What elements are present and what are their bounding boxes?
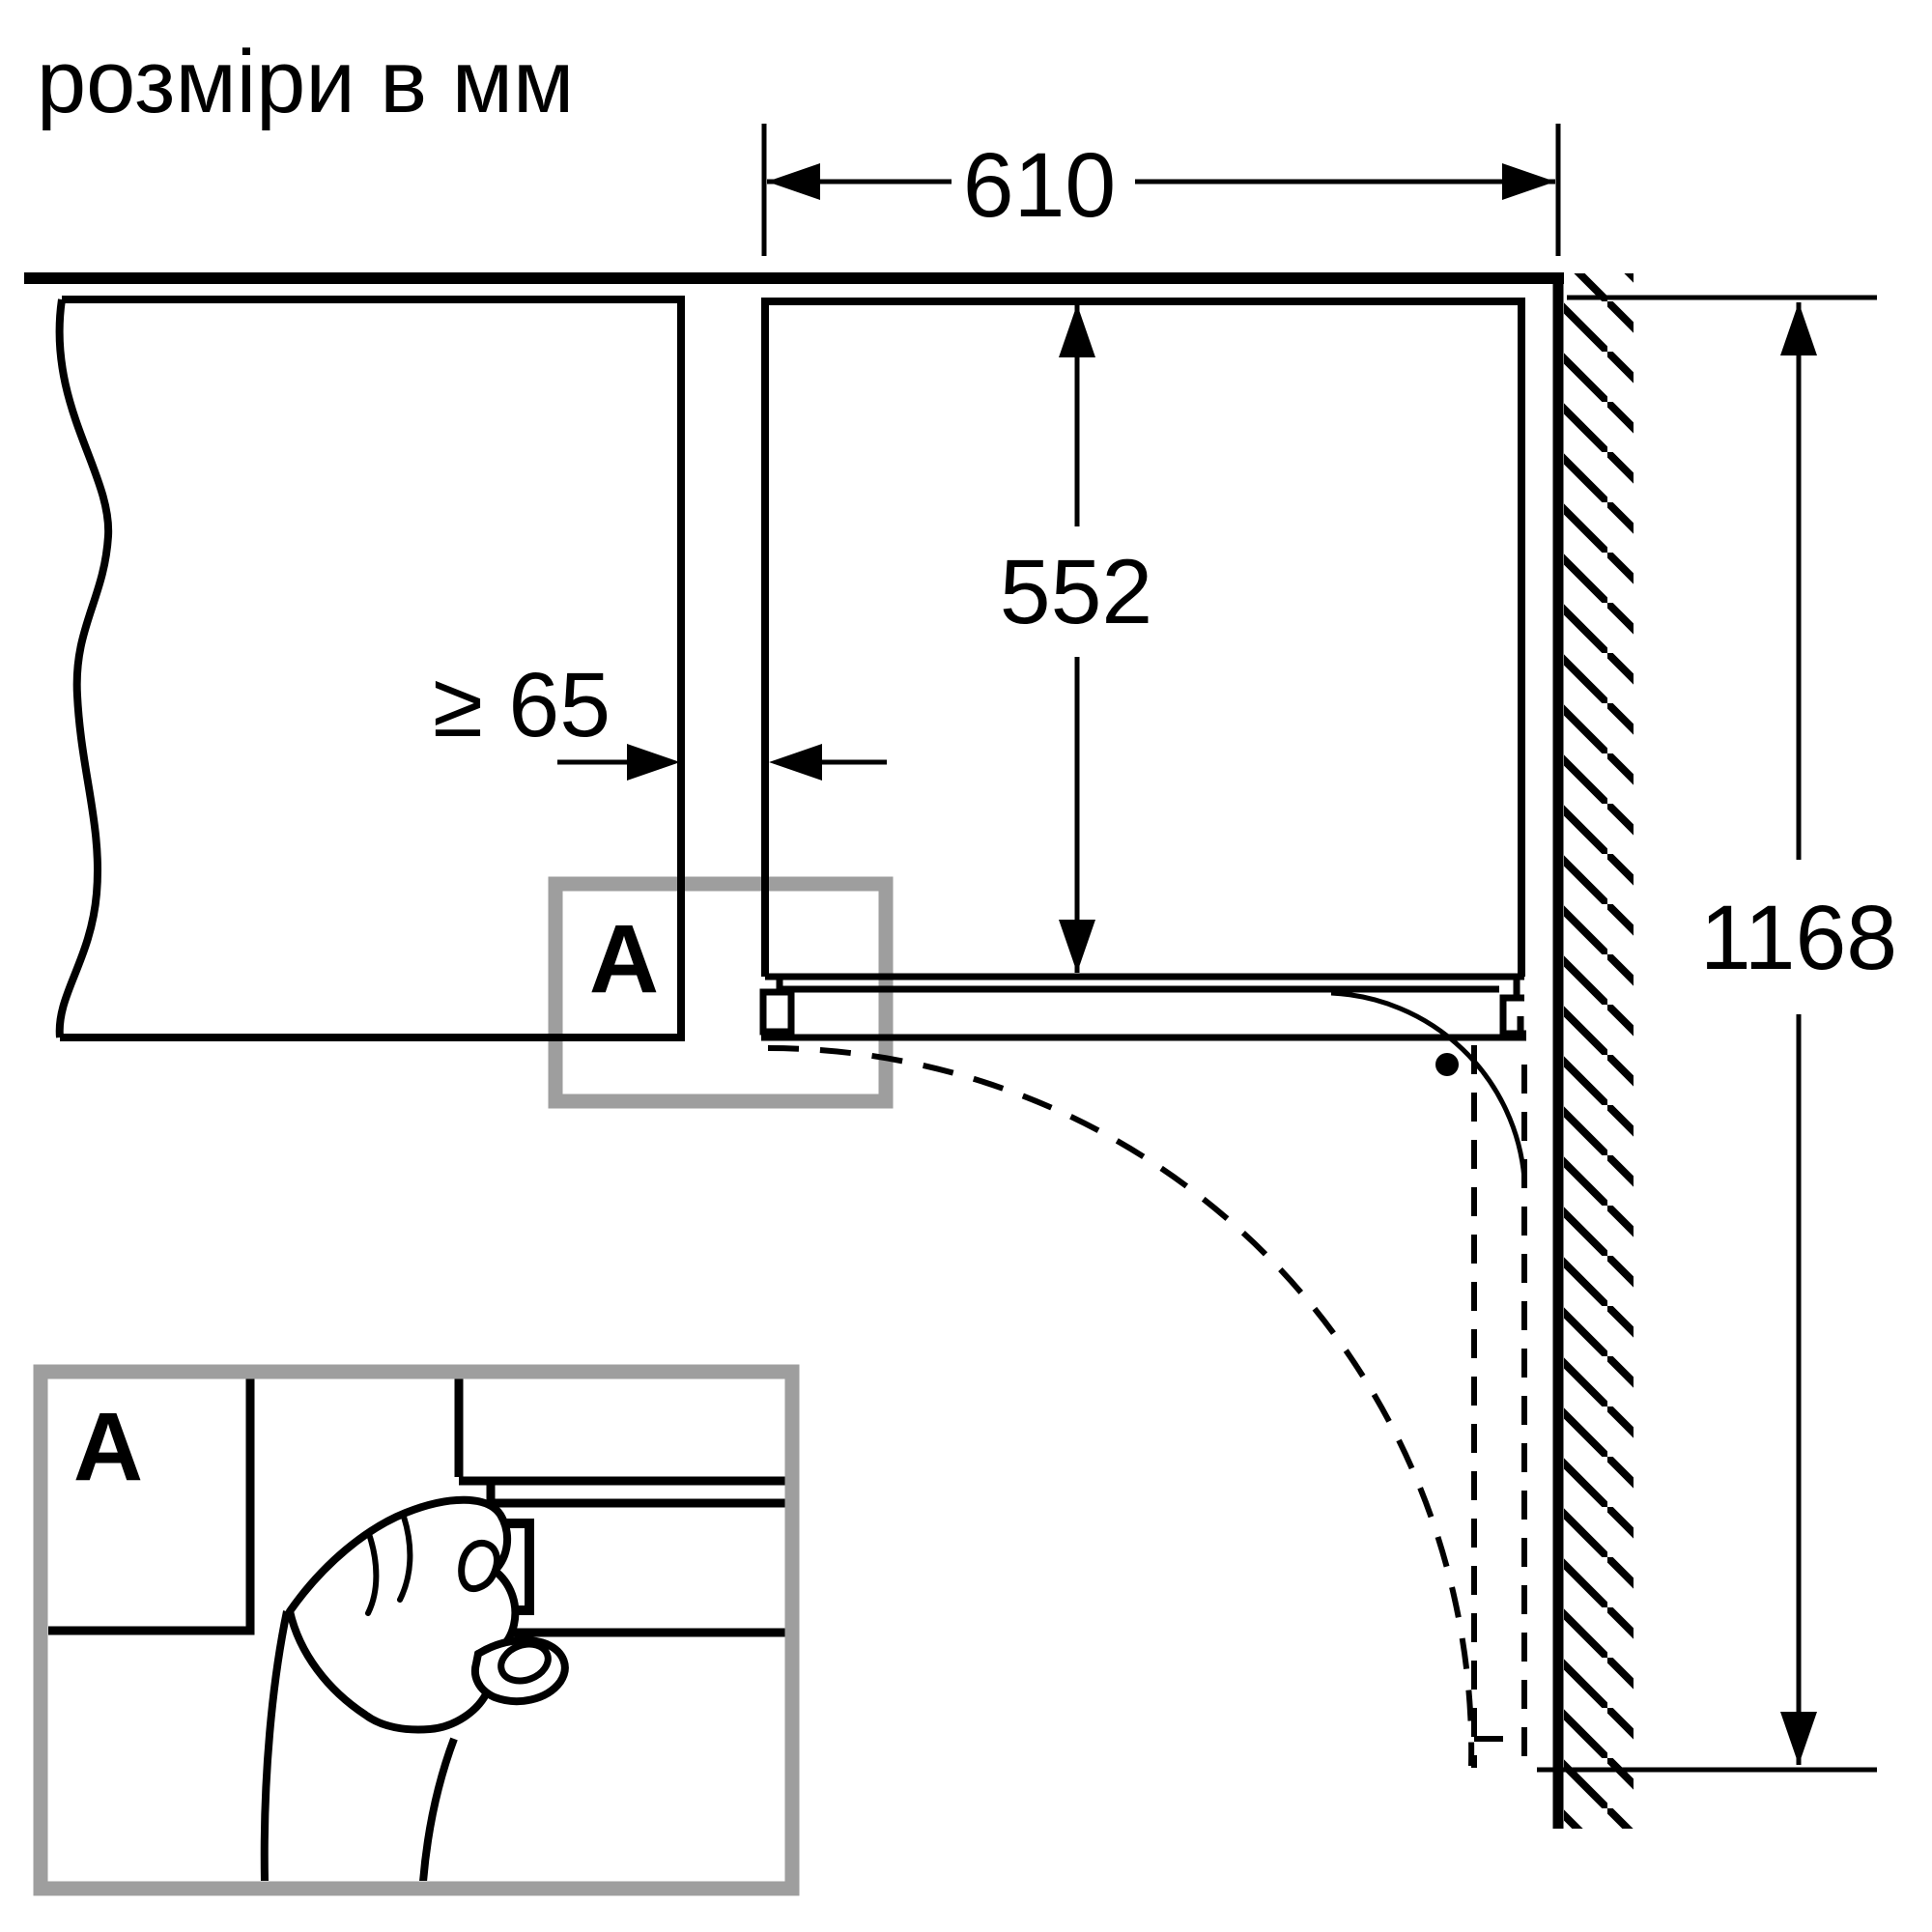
dimension-label-65: ≥ 65 <box>433 654 611 756</box>
forearm-right-contour <box>419 1737 458 1881</box>
extension-lines-610 <box>761 124 1561 256</box>
wall-section <box>1552 272 1634 1829</box>
cabinet-torn-edge <box>55 298 113 1038</box>
extension-lines-1168 <box>1537 295 1877 1773</box>
arrowhead-up <box>1780 302 1817 355</box>
index-fingertip <box>458 1539 501 1592</box>
detail-view-inset: A <box>33 1364 800 1896</box>
dimension-side-clearance: ≥ 65 <box>433 654 887 781</box>
inset-cabinet-outline <box>48 1378 255 1635</box>
cabinet-outline <box>60 296 685 1041</box>
dimension-open-door-depth: 1168 <box>1537 295 1897 1773</box>
wall-hatching <box>1564 273 1634 1829</box>
page-title: розміри в мм <box>37 33 574 131</box>
dimension-label-1168: 1168 <box>1700 887 1897 989</box>
niche-outline <box>761 298 1525 977</box>
hand-tendon-lines <box>365 1514 413 1616</box>
open-door-dashed-outline <box>1471 1045 1527 1768</box>
appliance-niche <box>759 298 1527 1768</box>
door-hinge-bracket <box>1499 994 1526 1037</box>
inset-niche-lines <box>454 1378 785 1508</box>
arrowhead-toward-cabinet <box>627 744 680 781</box>
callout-letter: A <box>589 905 659 1013</box>
dimension-label-610: 610 <box>963 134 1117 237</box>
door-swing-arc-dashed <box>767 1045 1475 1767</box>
niche-bottom-and-door-top-lines <box>765 973 1524 998</box>
arrowhead-up <box>1059 304 1095 357</box>
detail-view-frame <box>33 1364 800 1896</box>
detail-view-letter: A <box>73 1393 143 1501</box>
arrowhead-down <box>1059 920 1095 973</box>
arrowhead-toward-appliance <box>769 744 822 781</box>
forearm-fill <box>263 1611 454 1881</box>
arrowhead-down <box>1780 1712 1817 1765</box>
hinge-pivot-dot <box>1435 1053 1459 1076</box>
hand-illustration <box>260 1495 569 1881</box>
dimension-label-552: 552 <box>1000 541 1153 643</box>
forearm-left-contour <box>260 1610 291 1881</box>
arrowhead-left <box>767 163 820 200</box>
arrowhead-right <box>1502 163 1555 200</box>
dimension-niche-depth: 552 <box>1000 304 1153 973</box>
door-left-bracket <box>759 988 795 1036</box>
hinge-swing-arc <box>1330 990 1527 1179</box>
thumbnail <box>497 1640 552 1685</box>
dimension-niche-width: 610 <box>761 124 1561 256</box>
adjacent-cabinet <box>55 296 685 1041</box>
